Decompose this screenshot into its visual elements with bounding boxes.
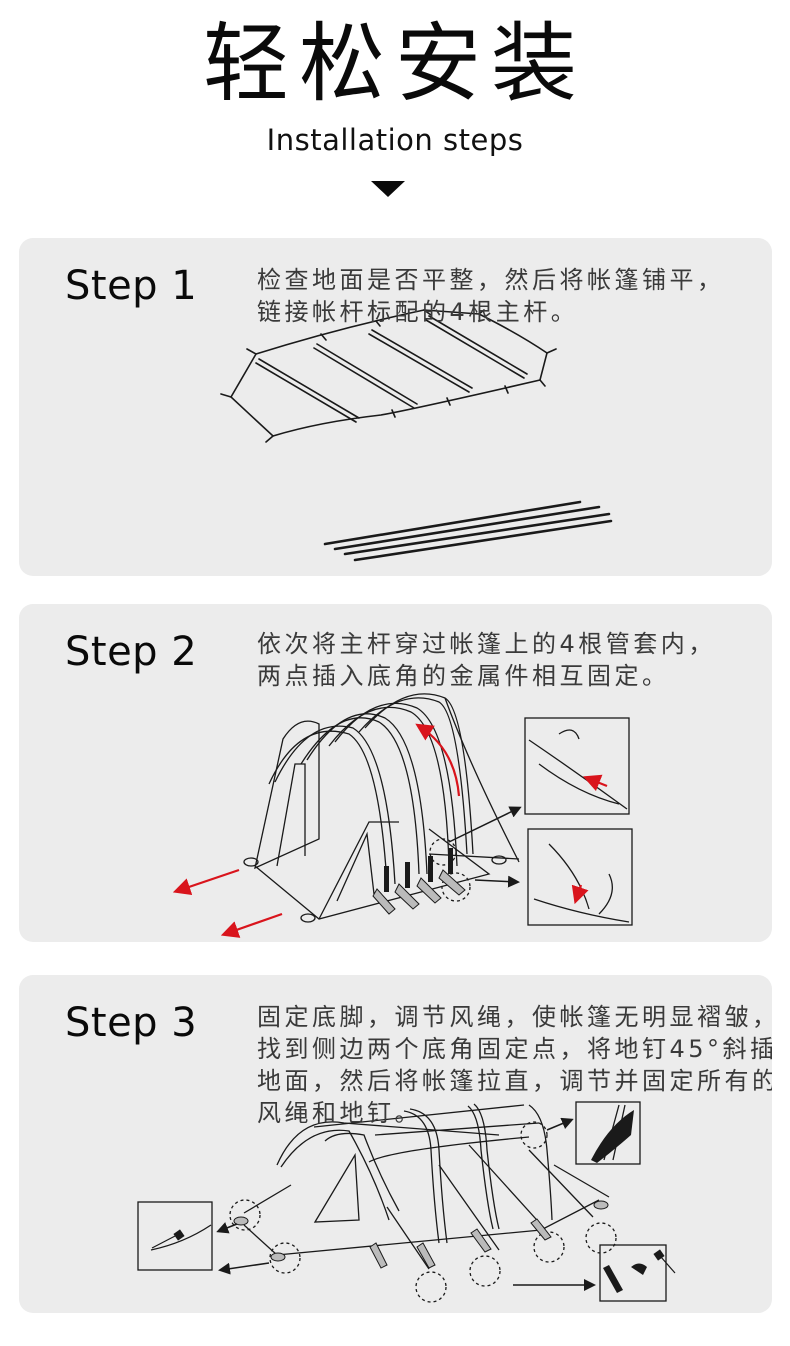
page-title: 轻松安装	[203, 14, 587, 114]
step-label: Step 2	[65, 629, 198, 675]
step-description: 检查地面是否平整，然后将帐篷铺平， 链接帐杆标配的4根主杆。	[257, 266, 725, 326]
arched-tent-illustration-icon	[172, 693, 633, 938]
step-card-1: Step 1 检查地面是否平整，然后将帐篷铺平， 链接帐杆标配的4根主杆。	[19, 238, 772, 576]
page-header: 轻松安装 Installation steps	[0, 0, 790, 210]
step-card-3: Step 3 固定底脚，调节风绳，使帐篷无明显褶皱， 找到侧边两个底角固定点，将…	[19, 975, 772, 1313]
step-label: Step 3	[65, 1000, 198, 1046]
page-subtitle: Installation steps	[266, 123, 524, 157]
step-card-2: Step 2 依次将主杆穿过帐篷上的4根管套内， 两点插入底角的金属件相互固定。	[19, 604, 772, 942]
step-description: 固定底脚，调节风绳，使帐篷无明显褶皱， 找到侧边两个底角固定点，将地钉45°斜插…	[257, 1003, 772, 1127]
step-label: Step 1	[65, 263, 198, 309]
pitched-tent-illustration-icon	[137, 1101, 676, 1303]
step-description: 依次将主杆穿过帐篷上的4根管套内， 两点插入底角的金属件相互固定。	[257, 630, 716, 690]
down-triangle-icon	[371, 181, 405, 197]
flat-tent-illustration-icon	[220, 309, 613, 562]
